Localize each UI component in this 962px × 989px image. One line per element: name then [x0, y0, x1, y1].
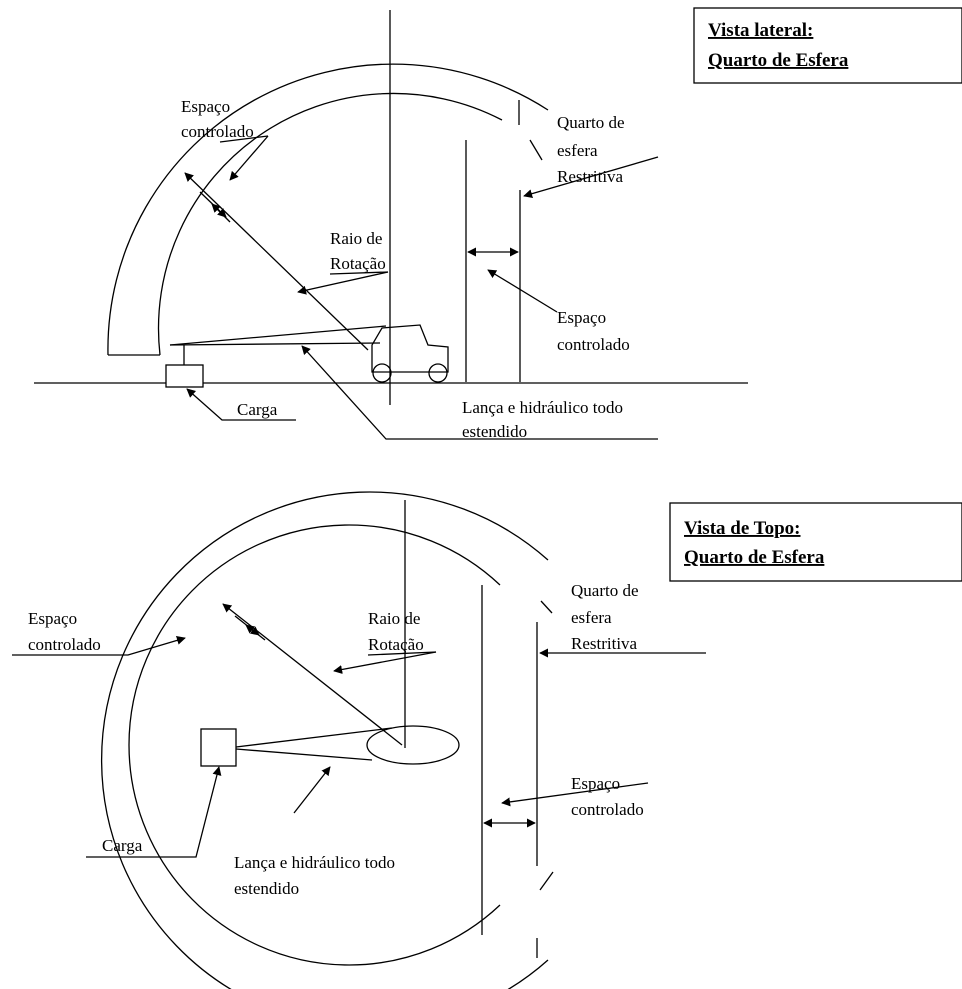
- top-load-box: [200, 728, 237, 767]
- top-label-radius-1: Raio de: [368, 609, 420, 628]
- side-view-title-line1: Vista lateral:: [708, 20, 813, 41]
- side-boom-top: [169, 325, 387, 346]
- top-truck-ellipse: [366, 725, 460, 765]
- top-restrictive-dash-2: [539, 871, 554, 891]
- side-leader-boom: [301, 345, 658, 440]
- top-radius-inner-arrow-2: [234, 615, 260, 636]
- top-view-title-box: [669, 502, 962, 582]
- side-label-boom-1: Lança e hidráulico todo: [462, 398, 623, 417]
- top-leader-boom: [293, 766, 331, 814]
- side-inner-arc: [157, 92, 503, 356]
- side-radius-inner-arrow-2: [199, 191, 227, 218]
- top-leader-radius: [333, 651, 437, 674]
- side-load-box: [165, 364, 204, 388]
- side-label-radius-1: Raio de: [330, 229, 382, 248]
- top-inner-arc: [128, 524, 501, 966]
- top-leader-controlled-space-b: [501, 782, 649, 807]
- top-view: Vista de Topo: Quarto de Esfera Espaço c…: [12, 491, 962, 989]
- top-label-radius-2: Rotação: [368, 635, 424, 654]
- top-view-title-line1: Vista de Topo:: [684, 518, 801, 539]
- side-label-load: Carga: [237, 400, 278, 419]
- side-restrictive-dash-2: [529, 139, 543, 161]
- top-label-restrictive-2: esfera: [571, 608, 612, 627]
- side-label-boom-2: estendido: [462, 422, 527, 441]
- top-label-load: Carga: [102, 836, 143, 855]
- side-leader-controlled-space: [229, 135, 269, 181]
- top-label-controlled-space-b2: controlado: [571, 800, 644, 819]
- top-label-boom-1: Lança e hidráulico todo: [234, 853, 395, 872]
- top-label-controlled-space-1: Espaço: [28, 609, 77, 628]
- side-outer-arc: [107, 63, 549, 356]
- side-view: Vista lateral: Quarto de Esfera: [34, 7, 962, 441]
- side-label-controlled-space-b2: controlado: [557, 335, 630, 354]
- top-boom-top: [235, 727, 393, 748]
- top-leader-controlled-space: [12, 636, 186, 656]
- side-label-controlled-space-1: Espaço: [181, 97, 230, 116]
- side-leader-controlled-space-b: [487, 269, 558, 313]
- side-truck: [371, 324, 449, 383]
- side-label-controlled-space-2: controlado: [181, 122, 254, 141]
- side-leader-radius: [297, 271, 389, 295]
- side-view-title-box: [693, 7, 962, 84]
- top-label-restrictive-3: Restritiva: [571, 634, 638, 653]
- side-label-controlled-space-b1: Espaço: [557, 308, 606, 327]
- side-label-restrictive-1: Quarto de: [557, 113, 625, 132]
- side-underline-controlled-space: [219, 135, 269, 143]
- top-boom-bottom: [235, 748, 373, 761]
- top-label-boom-2: estendido: [234, 879, 299, 898]
- side-boom-bottom: [169, 342, 381, 346]
- side-underline-radius: [329, 271, 389, 275]
- side-leader-restrictive: [523, 156, 659, 199]
- side-radius-line: [184, 172, 369, 351]
- side-label-restrictive-2: esfera: [557, 141, 598, 160]
- top-underline-radius: [367, 651, 437, 656]
- side-view-title-line2: Quarto de Esfera: [708, 50, 849, 71]
- top-outer-arc: [101, 491, 549, 989]
- top-label-controlled-space-2: controlado: [28, 635, 101, 654]
- top-label-restrictive-1: Quarto de: [571, 581, 639, 600]
- top-restrictive-dash-1: [540, 600, 553, 614]
- side-label-radius-2: Rotação: [330, 254, 386, 273]
- top-leader-load: [86, 766, 222, 858]
- side-leader-load: [186, 388, 296, 421]
- top-view-title-line2: Quarto de Esfera: [684, 547, 825, 568]
